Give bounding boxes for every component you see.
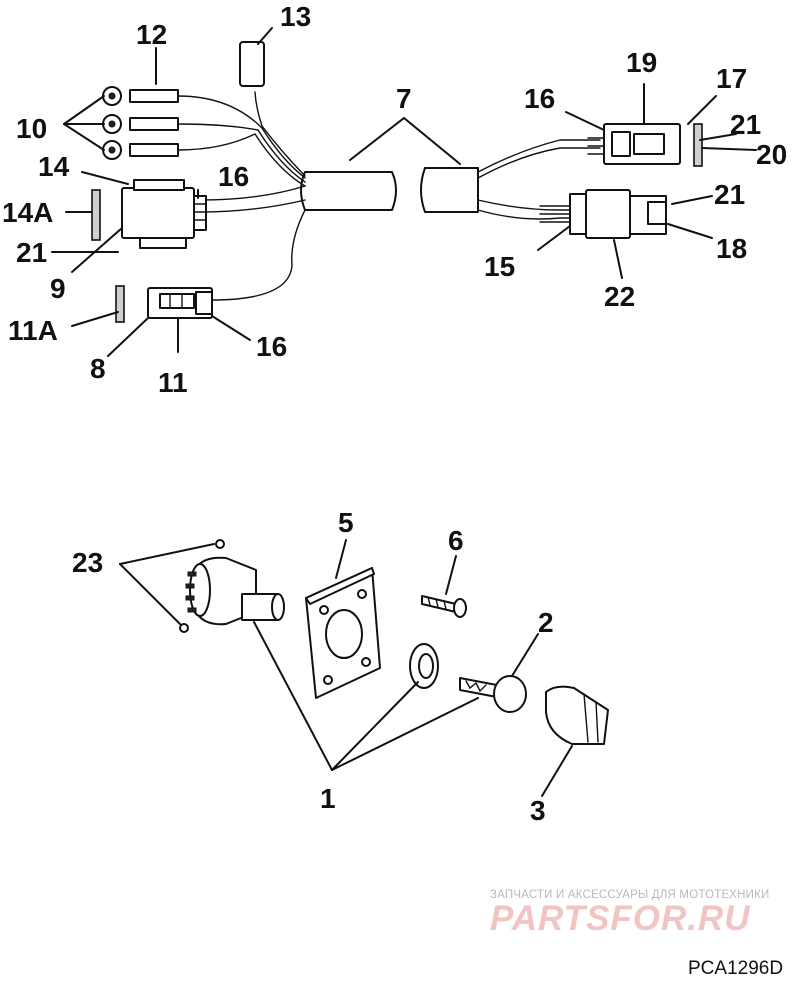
watermark-logo: PARTSFOR.RU <box>490 899 751 938</box>
key-2 <box>459 675 527 713</box>
wire-13 <box>254 91 306 177</box>
callout-2: 2 <box>538 607 554 638</box>
callout-3: 3 <box>530 795 546 826</box>
watermark-tagline: ЗАПЧАСТИ И АКСЕССУАРЫ ДЛЯ МОТОТЕХНИКИ <box>490 889 770 901</box>
callout-16-a: 16 <box>218 161 249 192</box>
callout-11: 11 <box>158 367 188 398</box>
callout-17: 17 <box>716 63 747 94</box>
ring-terminals <box>102 86 179 160</box>
callout-21-a: 21 <box>16 237 47 268</box>
wedge-lock-14a <box>91 189 101 241</box>
callout-7: 7 <box>396 83 412 114</box>
connector-11 <box>147 287 213 319</box>
connector-22 <box>539 189 667 239</box>
callout-19: 19 <box>626 47 657 78</box>
wire-ring-1 <box>177 95 306 179</box>
callout-8: 8 <box>90 353 106 384</box>
bullet-connector-13 <box>239 41 265 87</box>
callout-23: 23 <box>72 547 103 578</box>
callout-14: 14 <box>38 151 70 182</box>
mounting-plate-5 <box>305 567 381 699</box>
callout-14a: 14A <box>2 197 53 228</box>
screw-6 <box>421 595 467 618</box>
callout-21-b: 21 <box>730 109 761 140</box>
callout-11a: 11A <box>8 315 58 346</box>
wire-ring-3 <box>177 133 306 187</box>
callout-6: 6 <box>448 525 464 556</box>
wire-15 <box>477 199 573 211</box>
connector-19 <box>587 123 681 165</box>
callout-18: 18 <box>716 233 747 264</box>
boot-3 <box>545 685 609 745</box>
callout-16-c: 16 <box>524 83 555 114</box>
wiring-harness <box>91 41 703 323</box>
harness-sleeve-left <box>300 171 397 211</box>
wire-ring-2 <box>177 123 306 183</box>
connector-14 <box>121 179 207 249</box>
lock-washer-23b <box>179 623 189 633</box>
ignition-switch <box>185 556 285 626</box>
callout-1: 1 <box>320 783 336 814</box>
callout-10: 10 <box>16 113 47 144</box>
wire-14a <box>199 185 306 201</box>
leader-lines <box>51 27 757 797</box>
callout-5: 5 <box>338 507 354 538</box>
ignition-switch-kit <box>179 539 609 745</box>
lock-washer-23a <box>215 539 225 549</box>
callout-21-c: 21 <box>714 179 745 210</box>
callout-9: 9 <box>50 273 66 304</box>
callout-16-b: 16 <box>256 331 287 362</box>
callout-12: 12 <box>136 19 167 50</box>
figure-code: PCA1296D <box>688 958 784 979</box>
callout-13: 13 <box>280 1 311 32</box>
callout-22: 22 <box>604 281 635 312</box>
nut <box>409 643 439 689</box>
callout-20: 20 <box>756 139 787 170</box>
wedge-lock-21-upper <box>693 123 703 167</box>
harness-sleeve-right <box>420 167 479 213</box>
wedge-lock-11a <box>115 285 125 323</box>
callout-15: 15 <box>484 251 515 282</box>
wire-11 <box>211 209 306 301</box>
callout-labels: 13 12 7 10 14 16 14A 21 9 11A 16 8 11 19… <box>2 1 787 826</box>
wire-19 <box>477 139 601 173</box>
